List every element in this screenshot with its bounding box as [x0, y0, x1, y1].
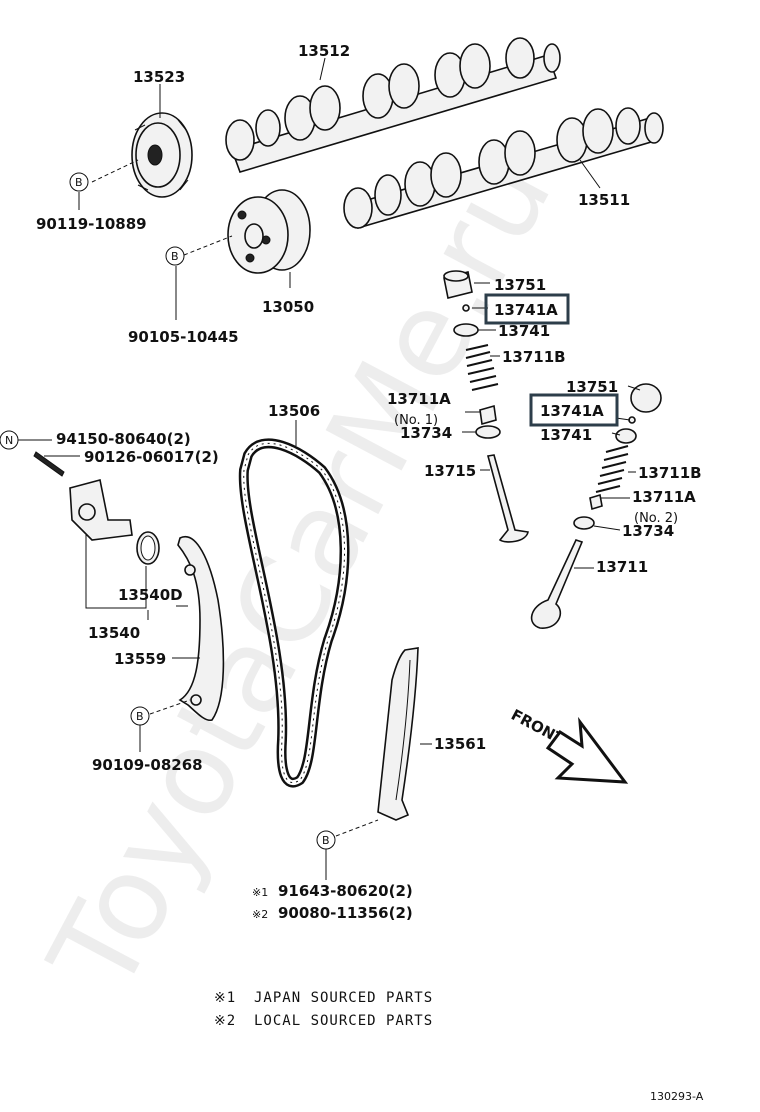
marker-n: N	[0, 430, 19, 450]
chain-tensioner-13540	[33, 451, 160, 565]
label-13711B-a: 13711B	[502, 348, 566, 366]
camshaft-13512	[225, 37, 561, 173]
label-mark2-a: ※2	[252, 908, 268, 921]
label-13734-b: 13734	[622, 522, 674, 540]
highlight-box-13741A-2	[529, 393, 619, 427]
timing-chain-13506	[238, 438, 350, 788]
note-text-1: JAPAN SOURCED PARTS	[254, 990, 433, 1006]
note-mark-2: ※2	[214, 1013, 236, 1029]
note-mark-1: ※1	[214, 990, 236, 1006]
front-arrow: FRONT	[508, 706, 629, 784]
label-13506: 13506	[268, 402, 320, 420]
marker-b-2: B	[165, 246, 185, 266]
label-13741-b: 13741	[540, 426, 592, 444]
leader-lines	[18, 57, 641, 880]
label-13711A-b: 13711A	[632, 488, 696, 506]
svg-text:B: B	[322, 834, 330, 847]
highlight-box-13741A-1	[484, 293, 570, 325]
label-13734-a: 13734	[400, 424, 452, 442]
label-13711: 13711	[596, 558, 648, 576]
marker-b-3: B	[130, 706, 150, 726]
label-no1: (No. 1)	[394, 413, 438, 428]
label-91643-80620: 91643-80620(2)	[278, 882, 413, 900]
valve-group-1	[443, 270, 529, 543]
label-13559: 13559	[114, 650, 166, 668]
label-94150-80640: 94150-80640(2)	[56, 430, 191, 448]
label-13540D: 13540D	[118, 586, 183, 604]
svg-text:B: B	[171, 250, 179, 263]
label-13741A-b: 13741A	[540, 402, 604, 420]
marker-b-4: B	[316, 830, 336, 850]
label-13050: 13050	[262, 298, 314, 316]
label-90080-11356: 90080-11356(2)	[278, 904, 413, 922]
label-13512: 13512	[298, 42, 350, 60]
label-13741-a: 13741	[498, 322, 550, 340]
camshaft-13511	[343, 107, 664, 229]
label-13715: 13715	[424, 462, 476, 480]
marker-b-1: B	[69, 172, 89, 192]
label-mark1-a: ※1	[252, 886, 268, 899]
note-text-2: LOCAL SOURCED PARTS	[254, 1013, 433, 1029]
label-no2: (No. 2)	[634, 511, 678, 526]
figure-code: 130293-A	[650, 1090, 704, 1103]
chain-guide-13559	[177, 535, 225, 722]
label-90105-10445: 90105-10445	[128, 328, 239, 346]
label-13751-b: 13751	[566, 378, 618, 396]
label-13751-a: 13751	[494, 276, 546, 294]
svg-text:B: B	[75, 176, 83, 189]
valve-group-2	[530, 383, 662, 629]
vvt-gear-13050	[227, 189, 311, 274]
label-13523: 13523	[133, 68, 185, 86]
svg-text:B: B	[136, 710, 144, 723]
label-13711A-a: 13711A	[387, 390, 451, 408]
label-13741A-a: 13741A	[494, 301, 558, 319]
label-13711B-b: 13711B	[638, 464, 702, 482]
label-13511: 13511	[578, 191, 630, 209]
label-13561: 13561	[434, 735, 486, 753]
label-13540: 13540	[88, 624, 140, 642]
sprocket-13523	[131, 112, 193, 198]
label-90126-06017: 90126-06017(2)	[84, 448, 219, 466]
label-90109-08268: 90109-08268	[92, 756, 203, 774]
svg-text:N: N	[5, 434, 13, 447]
chain-guide-13561	[377, 647, 419, 821]
label-90119-10889: 90119-10889	[36, 215, 147, 233]
